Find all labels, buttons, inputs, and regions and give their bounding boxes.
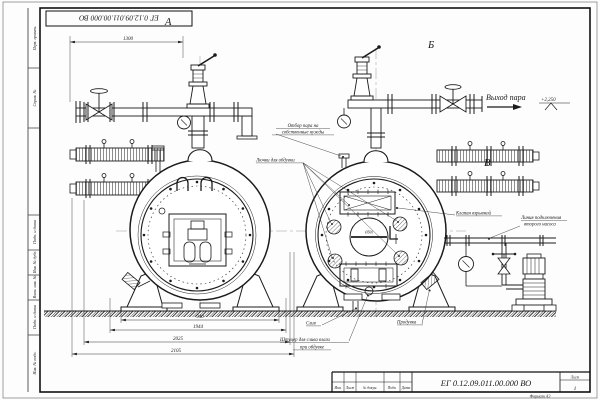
tb-col-list: Лист [345, 386, 355, 390]
feed-pump [511, 253, 557, 312]
pressure-gauge-pump [458, 243, 502, 287]
right-finned-tubes [436, 141, 540, 196]
right-boiler-rear-view [296, 150, 456, 312]
left-finned-tubes [69, 139, 165, 198]
blow-hatches-label: Лючки для обдувки [255, 159, 295, 164]
globe-valve-left [83, 88, 115, 122]
annotation-texts: Выход пара +2,250 Отбор пара на собствен… [255, 93, 567, 351]
dimensions [69, 36, 295, 357]
format-label: Формат А3 [530, 394, 551, 399]
view-label-v: В [484, 158, 491, 169]
tb-col-izm: Изм. [333, 386, 341, 390]
steam-tap-label-1: Отбор пара на [288, 124, 319, 129]
side-label-2: Подп. и дата [32, 220, 37, 245]
dim-2105: 2105 [171, 349, 182, 354]
tb-sheet-label: Лист [570, 376, 580, 380]
pump-suction-valve [491, 252, 517, 275]
side-label-6: Инв. № подл. [32, 351, 37, 375]
explosion-hatch [339, 189, 396, 217]
view-label-a: А [164, 17, 172, 28]
moisture-label-2: при обдувке [300, 346, 325, 351]
pump-line-label-2: второго насоса [524, 223, 556, 228]
left-boiler-front-view [120, 145, 280, 312]
safety-valve-left [186, 53, 217, 109]
side-column-labels: Перв. примен. Справ. № Подп. и дата Инв.… [32, 26, 37, 376]
safety-valve-right [350, 45, 381, 101]
tb-col-podp: Подп. [387, 386, 397, 390]
tb-doc-number: ЕГ 0.12.09.011.00.000 ВО [440, 378, 531, 388]
side-label-1: Справ. № [32, 89, 37, 106]
dim-940: 940 [196, 315, 204, 320]
drain-label: Слив [306, 322, 316, 327]
side-label-5: Подп. и дата [32, 305, 37, 330]
tb-col-docnum: № докум. [362, 386, 377, 390]
steam-outlet-valve [439, 84, 467, 113]
left-valve-assembly [75, 53, 258, 149]
top-stamp-number: ЕГ 0.12.09.011.00.000 ВО [79, 14, 160, 23]
moisture-label-1: Штуцер для слива влаги [279, 338, 330, 343]
pump-line-label-1: Линия подключения [520, 216, 562, 221]
pressure-gauge-left [177, 115, 191, 130]
second-pump-line [444, 235, 557, 312]
view-label-b: Б [427, 40, 434, 51]
steam-out-label: Выход пара [486, 93, 526, 102]
side-label-4: Взам. инв. № [32, 275, 37, 298]
pressure-gauge-right [337, 108, 351, 129]
right-valve-assembly [337, 45, 483, 149]
dim-top: 1300 [123, 37, 134, 42]
annotation-leaders [275, 133, 521, 342]
door-bolts [142, 180, 252, 290]
title-block [331, 371, 590, 392]
dim-2025: 2025 [173, 337, 184, 342]
explosion-valve-label: Клапан взрывной [455, 211, 492, 217]
side-label-0: Перв. примен. [32, 26, 37, 52]
elevation-label: +2,250 [541, 98, 556, 103]
bore-label: Ø500 [364, 231, 373, 235]
dim-1944: 1944 [193, 325, 204, 330]
blowdown-label: Продувка [396, 321, 417, 326]
bottom-hatch [339, 261, 398, 289]
tb-sheet-number: 1 [574, 386, 577, 392]
steam-tap-label-2: собственные нужды [282, 131, 325, 136]
tb-col-data: Дата [401, 386, 411, 390]
side-label-3: Инв. № дубл. [32, 251, 37, 275]
steam-outlet-arrow [487, 102, 570, 111]
